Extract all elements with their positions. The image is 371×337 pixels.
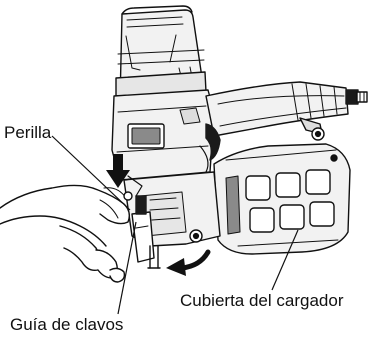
arrow-down-icon: [106, 154, 130, 188]
magazine-cover-label: Cubierta del cargador: [180, 291, 344, 310]
knob-leader-line: [51, 135, 131, 211]
cylinder-cap: [115, 5, 207, 103]
magazine: [213, 143, 351, 255]
nail-guide-leader-line: [117, 221, 137, 315]
handle: [205, 81, 368, 137]
tool-body: [111, 89, 215, 181]
magazine-cover-leader-line: [271, 229, 299, 291]
operator-hand: [0, 184, 133, 283]
trigger: [199, 123, 221, 173]
strut: [299, 117, 325, 141]
nose-assembly: [123, 171, 221, 269]
curved-arrow-icon: [166, 249, 211, 276]
leader-lines: [51, 135, 299, 315]
knob-label: Perilla: [4, 123, 52, 142]
nail-guide-label: Guía de clavos: [10, 315, 124, 334]
